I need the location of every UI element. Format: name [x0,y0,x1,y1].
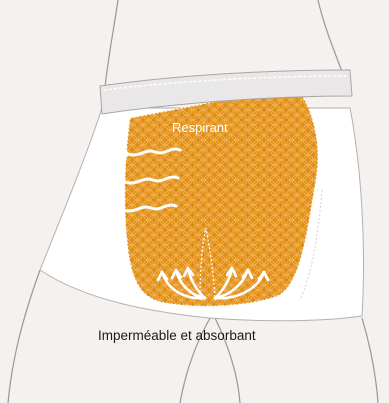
waterproof-label: Imperméable et absorbant [98,328,256,343]
leg-outline-right [362,318,378,403]
body-outline-left [104,0,118,98]
leg-outline-left [8,270,40,403]
breathable-label: Respirant [172,120,228,135]
